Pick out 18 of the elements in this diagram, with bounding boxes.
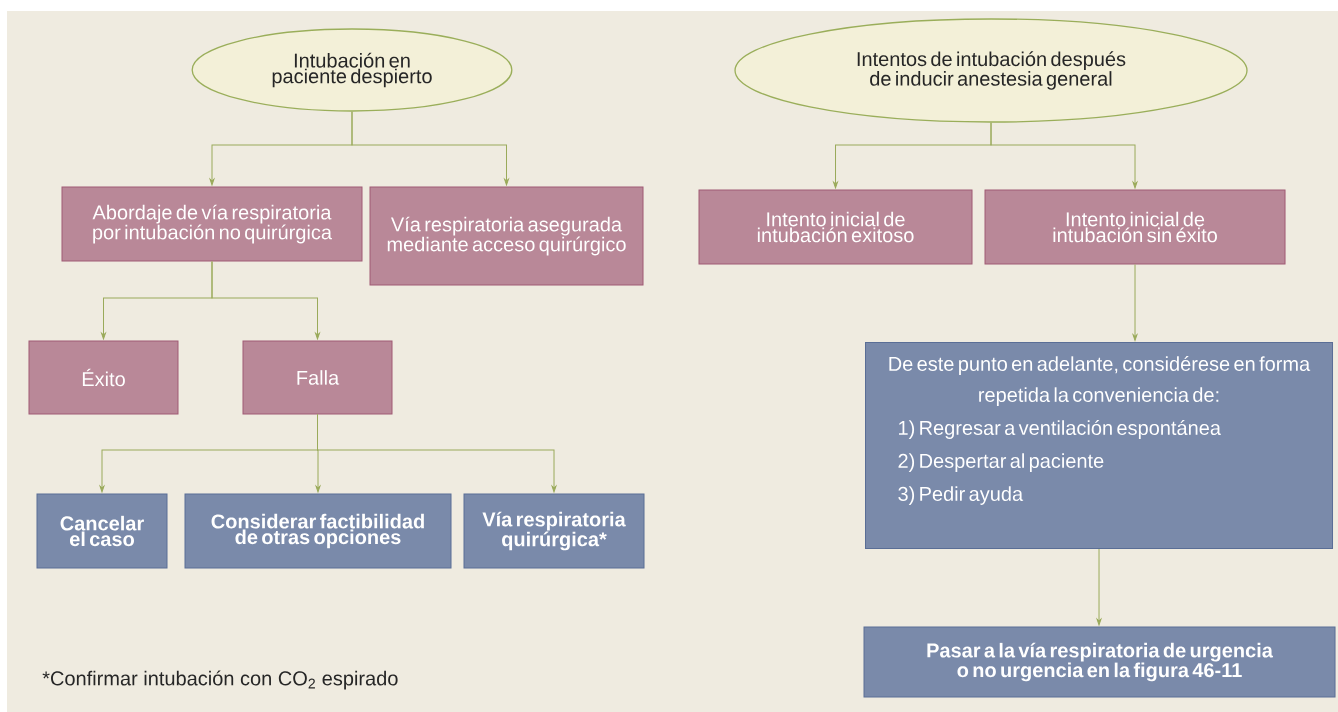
arrow <box>211 261 320 340</box>
process-box: Intento inicial de intubación sin éxito <box>984 189 1286 265</box>
instruction-box: De este punto en adelante, considérese en forma repetida la conveniencia de: 1) Regresar a ventilación espontánea 2) Despertar al paciente 3) Pedir ayuda <box>865 342 1333 549</box>
footnote-text: *Confirmar intubación con CO$_{2}$ espirado <box>42 670 398 690</box>
action-box: Vía respiratoria quirúrgica* <box>463 493 645 569</box>
arrow <box>317 414 557 493</box>
arrow <box>351 111 509 186</box>
process-box: Éxito <box>28 340 179 415</box>
arrow <box>990 122 1138 189</box>
action-box: Pasar a la vía respiratoria de urgencia o no urgencia en la figura 46-11 <box>863 626 1336 698</box>
process-box: Abordaje de vía respiratoria por intubación no quirúrgica <box>61 186 363 262</box>
process-box: Vía respiratoria asegurada mediante acceso quirúrgico <box>369 186 644 286</box>
process-box: Intento inicial de intubación exitoso <box>698 189 973 265</box>
action-box: Considerar factibilidad de otras opciones <box>184 493 452 569</box>
arrow <box>1096 548 1102 626</box>
action-box: Cancelar el caso <box>36 493 168 569</box>
arrow <box>1132 264 1138 341</box>
process-box: Falla <box>242 340 393 415</box>
